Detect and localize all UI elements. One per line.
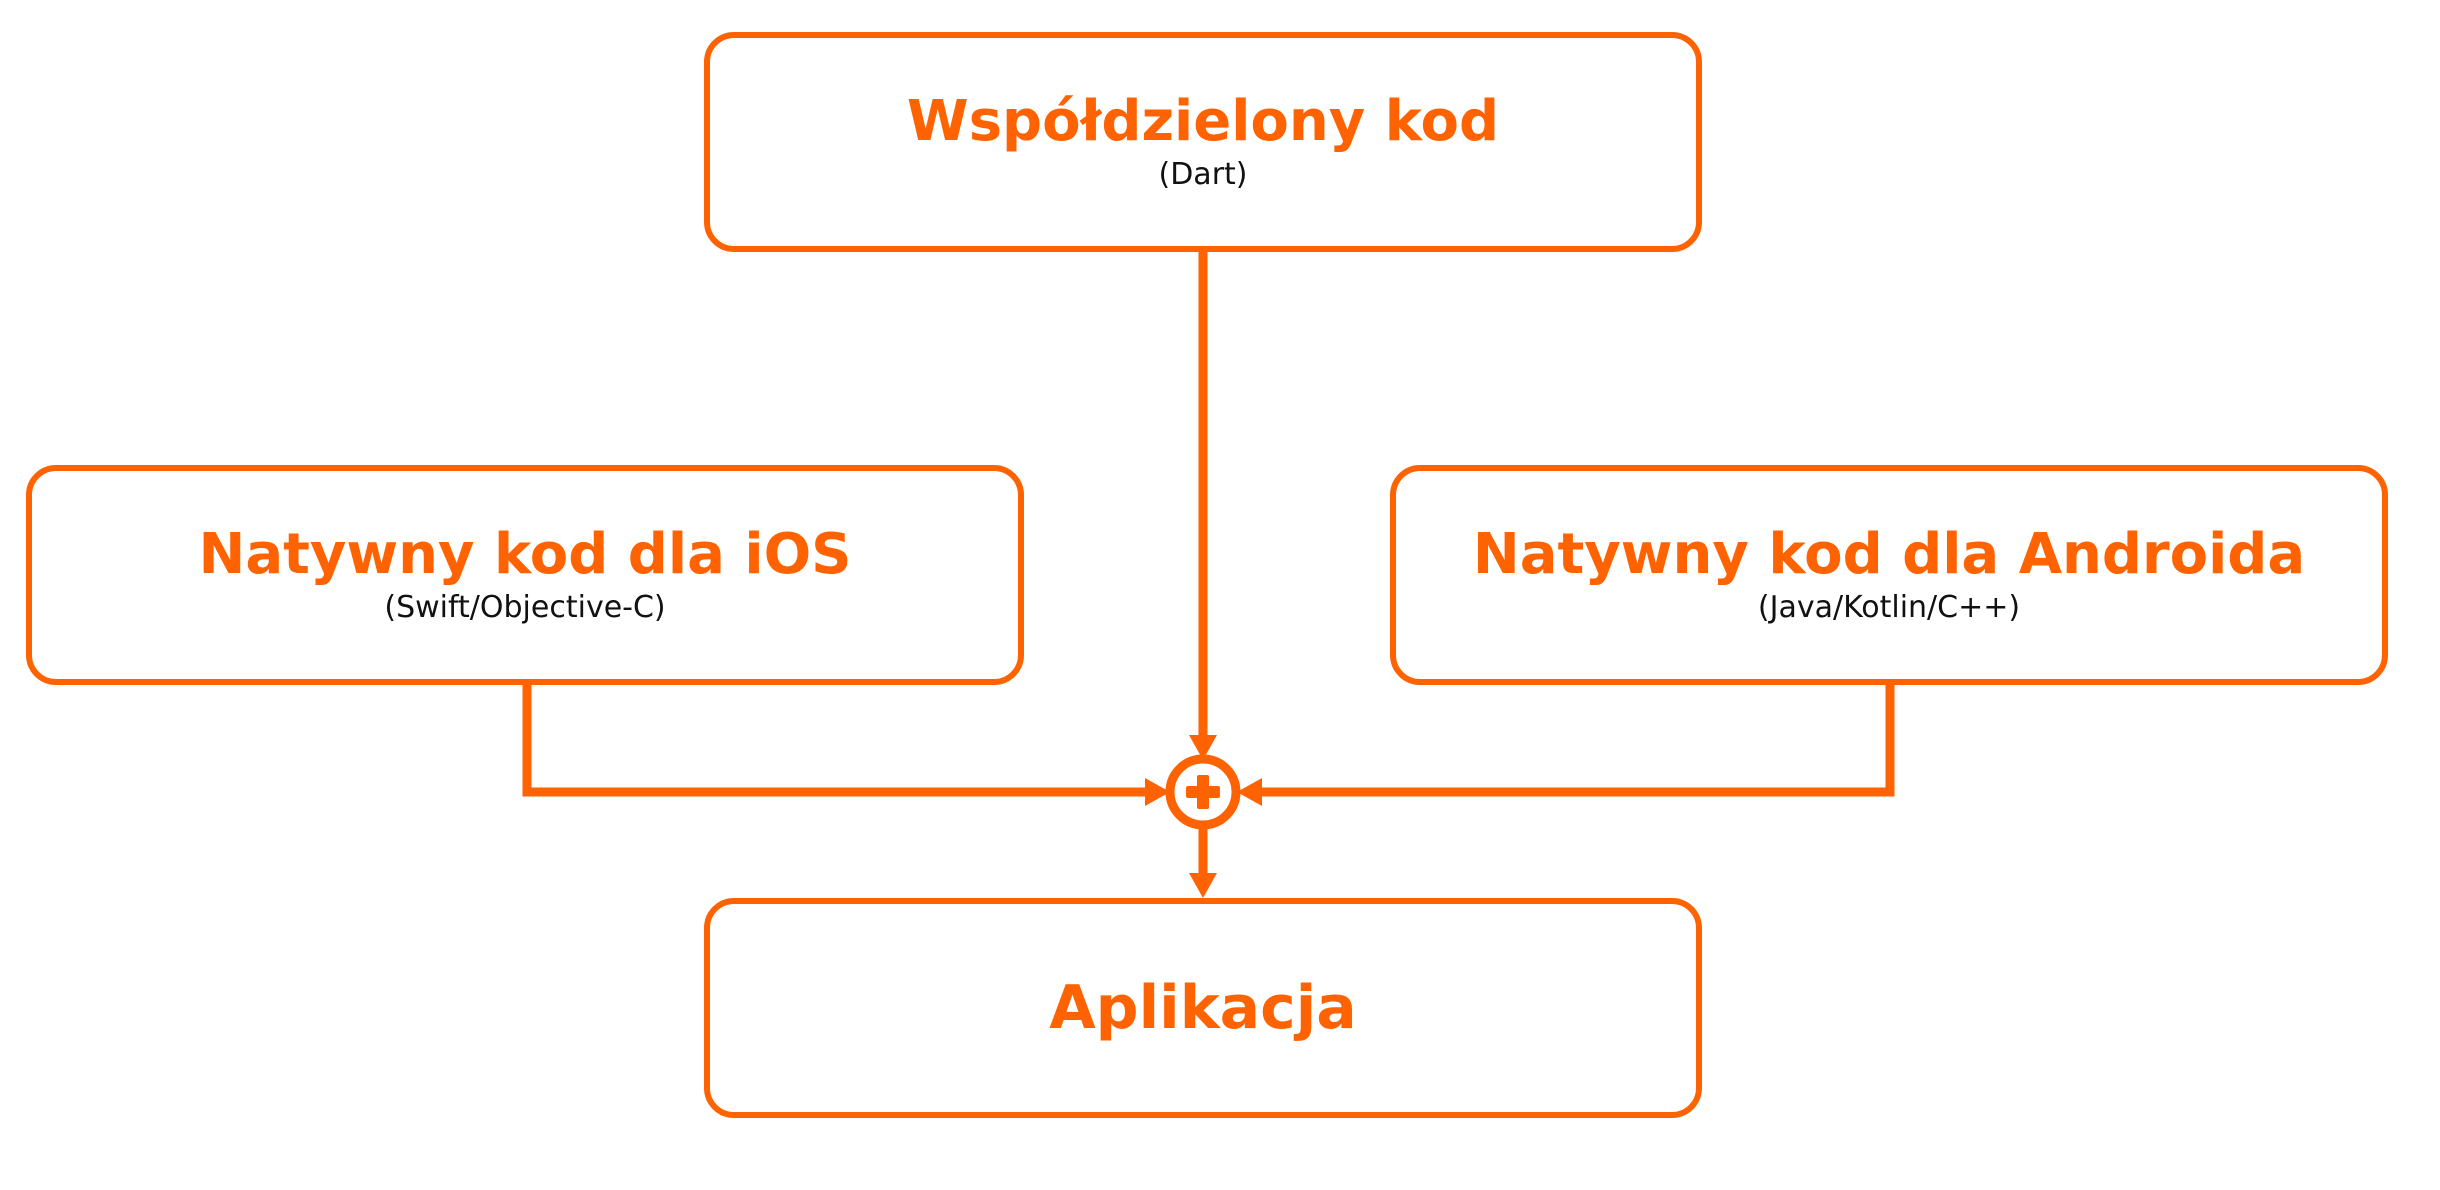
android-native-box: Natywny kod dla Androida (Java/Kotlin/C+… bbox=[1390, 465, 2388, 685]
application-title: Aplikacja bbox=[1049, 973, 1357, 1043]
combine-node bbox=[1165, 754, 1241, 830]
shared-code-subtitle: (Dart) bbox=[1158, 156, 1248, 192]
connector-android-to-node bbox=[1262, 685, 1895, 797]
shared-code-box: Współdzielony kod (Dart) bbox=[704, 32, 1702, 252]
arrowhead-android bbox=[1237, 778, 1262, 806]
arrowhead-app bbox=[1189, 873, 1217, 898]
plus-icon bbox=[1186, 775, 1220, 809]
shared-code-title: Współdzielony kod bbox=[906, 89, 1500, 155]
ios-native-box: Natywny kod dla iOS (Swift/Objective-C) bbox=[26, 465, 1024, 685]
arrowhead-shared bbox=[1189, 735, 1217, 760]
ios-native-title: Natywny kod dla iOS bbox=[198, 522, 852, 588]
application-box: Aplikacja bbox=[704, 898, 1702, 1118]
connector-ios-to-node bbox=[522, 685, 1145, 797]
android-native-title: Natywny kod dla Androida bbox=[1472, 522, 2306, 588]
android-native-subtitle: (Java/Kotlin/C++) bbox=[1757, 589, 2021, 625]
arrowhead-ios bbox=[1145, 778, 1170, 806]
ios-native-subtitle: (Swift/Objective-C) bbox=[384, 589, 666, 625]
